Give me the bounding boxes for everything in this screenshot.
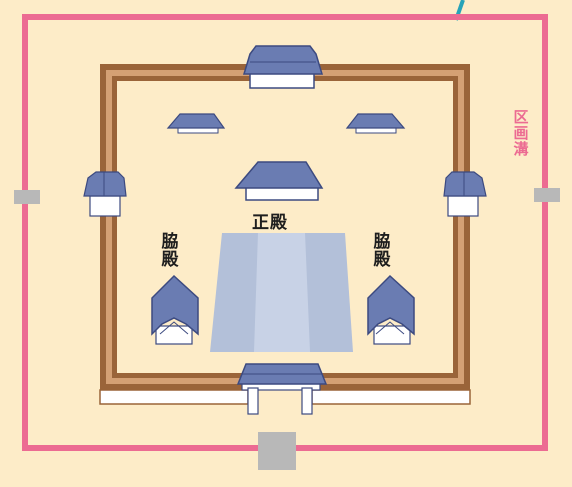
west-side-hall-label-char: 殿: [161, 249, 179, 270]
main-hall-building: [234, 161, 324, 201]
east-side-hall-label-char: 殿: [373, 249, 391, 270]
north-gate-building: [242, 45, 324, 89]
east-gate-pad: [534, 188, 560, 202]
west-side-hall-label-char: 脇: [161, 232, 179, 252]
small-hall-west: [166, 113, 226, 134]
east-side-hall-label-char: 脇: [373, 232, 391, 252]
east-side-hall-label: 脇 殿: [372, 232, 392, 270]
ditch-label: 区 画 溝: [512, 108, 530, 158]
south-gate-building: [236, 363, 328, 415]
east-side-gate: [443, 171, 487, 217]
courtyard: [210, 233, 353, 352]
main-hall-label: 正殿: [252, 213, 288, 233]
east-side-hall: [367, 274, 415, 345]
west-side-hall: [151, 274, 199, 345]
ditch-label-char: 溝: [513, 139, 529, 158]
ditch-label-char: 区: [513, 108, 529, 126]
west-side-hall-label: 脇 殿: [160, 232, 180, 270]
west-side-gate: [83, 171, 127, 217]
small-hall-east: [345, 113, 406, 134]
south-gate-pad: [258, 432, 296, 470]
ditch-label-char: 画: [513, 123, 529, 142]
west-gate-pad: [14, 190, 40, 204]
